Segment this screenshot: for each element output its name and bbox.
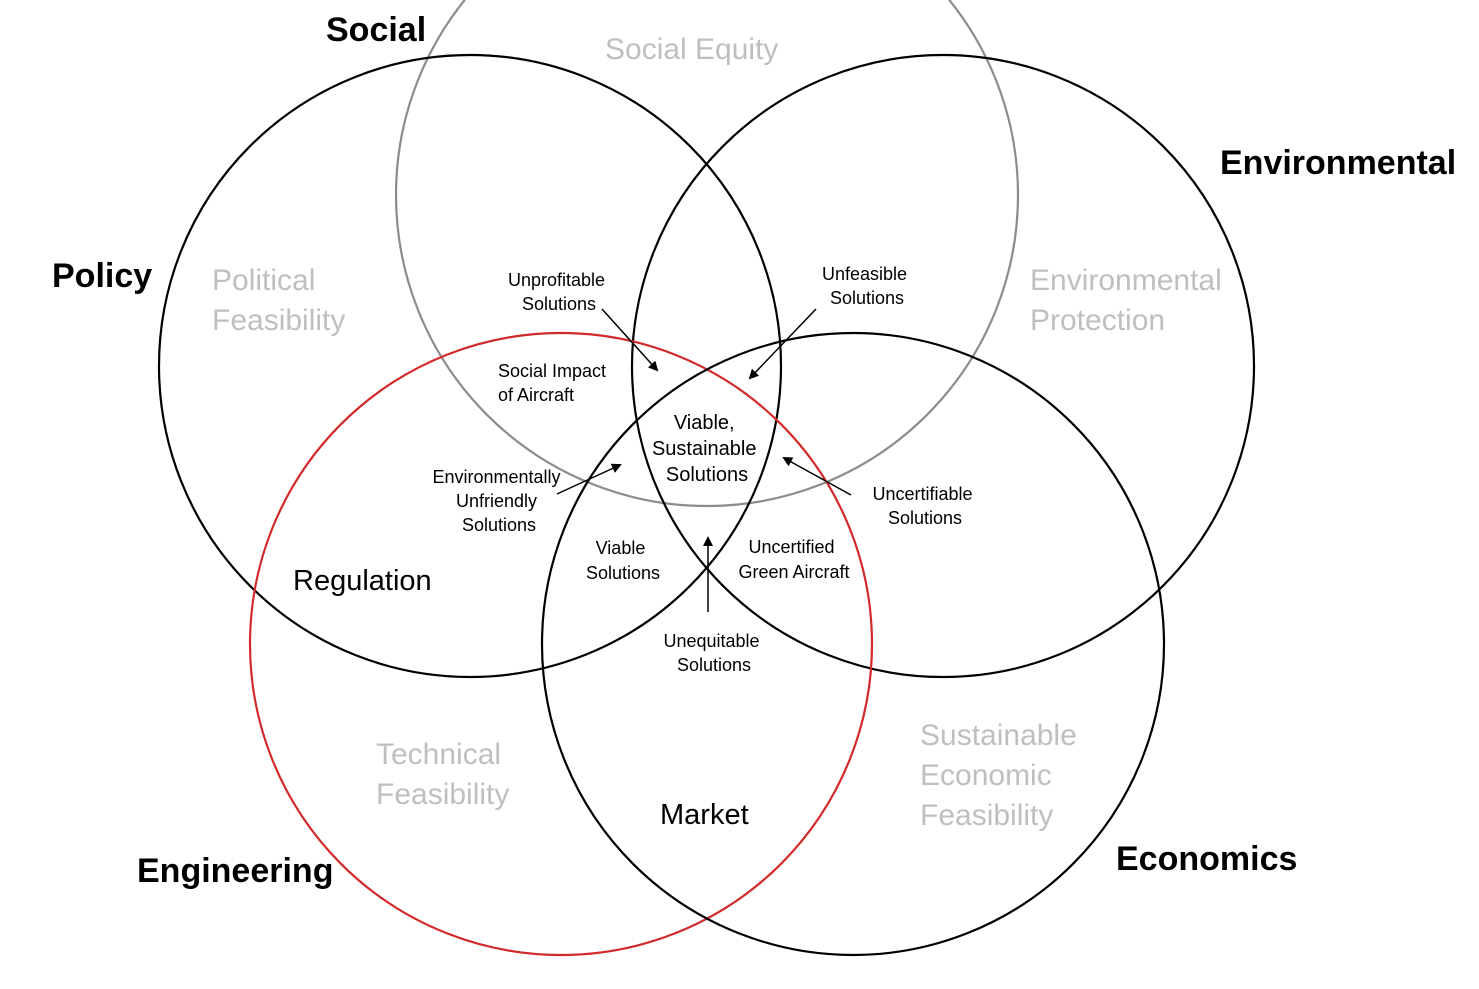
unequitable-line-2: Solutions: [677, 655, 751, 675]
callout-unequitable: Unequitable Solutions: [663, 631, 764, 675]
goal-technical-line-1: Technical: [376, 738, 501, 771]
goal-economic-line-2: Economic: [920, 759, 1052, 792]
goal-political-feasibility: Political Feasibility: [212, 264, 345, 337]
arrow-uncertifiable: [782, 457, 852, 496]
center-line-1: Viable,: [674, 412, 735, 434]
callout-unprofitable: Unprofitable Solutions: [508, 270, 610, 314]
callout-environmentally-unfriendly: Environmentally Unfriendly Solutions: [432, 467, 565, 535]
goal-environmental-line-2: Protection: [1030, 304, 1165, 337]
goal-sustainable-economic-feasibility: Sustainable Economic Feasibility: [920, 719, 1085, 832]
circle-environmental: [630, 53, 1256, 679]
unprofitable-line-2: Solutions: [522, 294, 596, 314]
arrow-unprofitable: [601, 308, 659, 372]
label-viable-solutions: Viable Solutions: [586, 538, 660, 583]
viable-line-2: Solutions: [586, 563, 660, 583]
viable-line-1: Viable: [596, 538, 646, 558]
label-regulation: Regulation: [293, 565, 432, 597]
env-unfriendly-line-2: Unfriendly: [456, 491, 537, 511]
goal-technical-feasibility: Technical Feasibility: [376, 738, 509, 811]
label-social-impact: Social Impact of Aircraft: [498, 361, 611, 405]
center-line-3: Solutions: [666, 464, 748, 486]
social-impact-line-1: Social Impact: [498, 361, 606, 381]
domain-label-social: Social: [326, 11, 426, 49]
goal-economic-line-1: Sustainable: [920, 719, 1077, 752]
env-unfriendly-line-1: Environmentally: [432, 467, 560, 487]
goal-environmental-protection: Environmental Protection: [1030, 264, 1230, 337]
callout-uncertifiable: Uncertifiable Solutions: [872, 484, 977, 528]
domain-label-economics: Economics: [1116, 840, 1297, 878]
circle-policy: [157, 53, 783, 679]
social-impact-line-2: of Aircraft: [498, 385, 574, 405]
domain-label-policy: Policy: [52, 257, 152, 295]
label-center-viable-sustainable: Viable, Sustainable Solutions: [652, 412, 762, 486]
uncertified-line-2: Green Aircraft: [738, 562, 849, 582]
domain-label-engineering: Engineering: [137, 852, 333, 890]
arrow-environmentally-unfriendly: [556, 463, 622, 495]
domain-label-environmental: Environmental: [1220, 144, 1456, 182]
uncertified-line-1: Uncertified: [748, 537, 834, 557]
unequitable-line-1: Unequitable: [663, 631, 759, 651]
arrow-unfeasible: [748, 308, 817, 380]
goal-environmental-line-1: Environmental: [1030, 264, 1222, 297]
goal-economic-line-3: Feasibility: [920, 799, 1053, 832]
unfeasible-line-2: Solutions: [830, 288, 904, 308]
unfeasible-line-1: Unfeasible: [822, 264, 907, 284]
uncertifiable-line-1: Uncertifiable: [872, 484, 972, 504]
unprofitable-line-1: Unprofitable: [508, 270, 605, 290]
label-uncertified-green-aircraft: Uncertified Green Aircraft: [738, 537, 849, 582]
env-unfriendly-line-3: Solutions: [462, 515, 536, 535]
goal-technical-line-2: Feasibility: [376, 778, 509, 811]
center-line-2: Sustainable: [652, 438, 757, 460]
circle-engineering: [248, 331, 874, 957]
label-market: Market: [660, 799, 749, 831]
goal-social-equity: Social Equity: [605, 33, 778, 66]
circle-economics: [540, 331, 1166, 957]
circle-social: [394, 0, 1020, 508]
goal-political-line-1: Political: [212, 264, 315, 297]
uncertifiable-line-2: Solutions: [888, 508, 962, 528]
goal-political-line-2: Feasibility: [212, 304, 345, 337]
callout-unfeasible: Unfeasible Solutions: [822, 264, 912, 308]
